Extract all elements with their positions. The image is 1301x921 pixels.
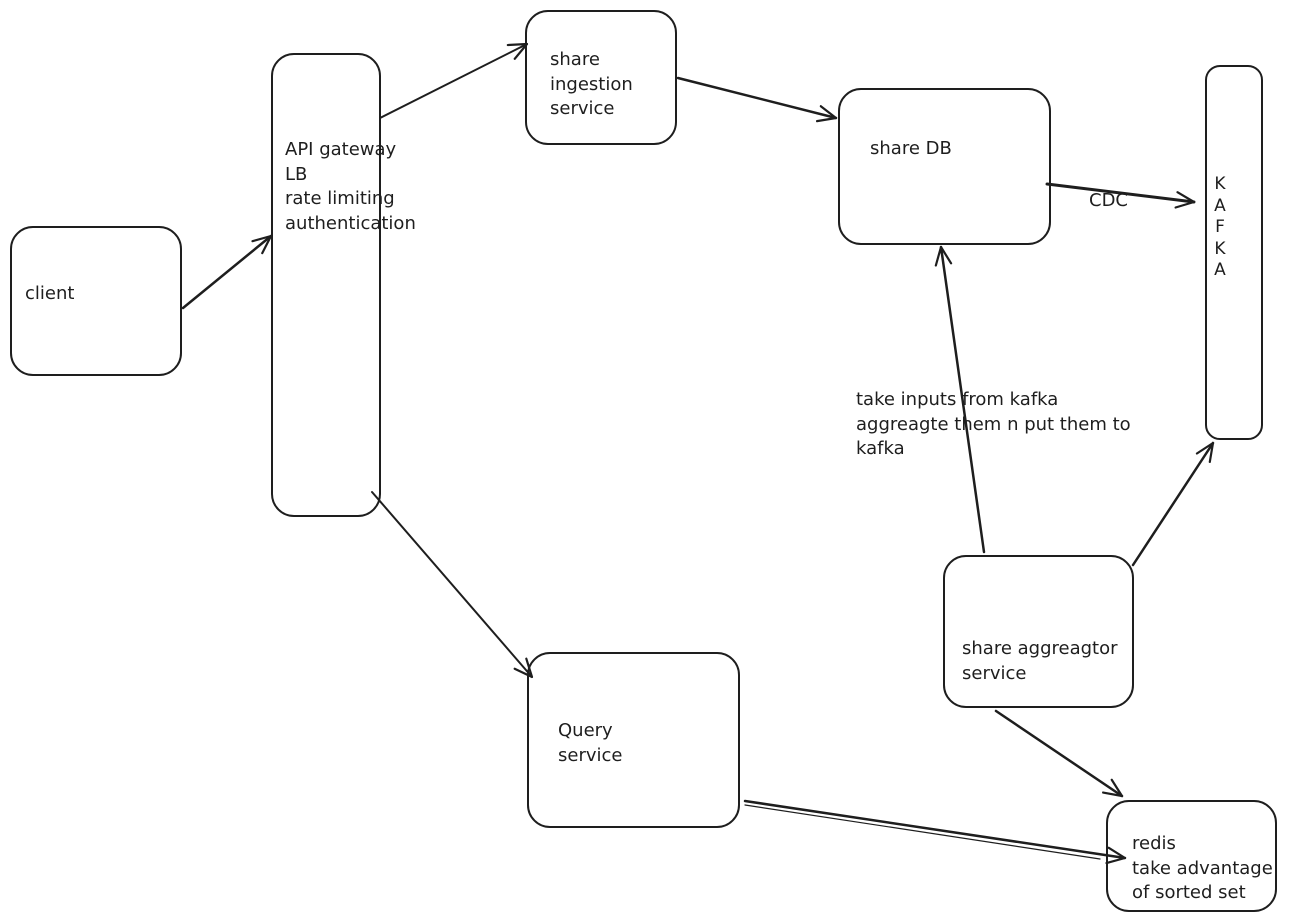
arrow-client-to-gateway (181, 234, 273, 310)
arrow-aggregator-to-kafka (1131, 441, 1215, 567)
arrow-gateway-to-ingestion (379, 42, 529, 119)
cdc-label: CDC (1089, 190, 1128, 211)
api-gateway-box (271, 53, 381, 517)
share-aggregator-label: share aggreagtor service (962, 638, 1118, 684)
share-aggregator-box (943, 555, 1134, 708)
kafka-letter: A (1214, 195, 1226, 216)
redis-label: redis take advantage of sorted set (1132, 833, 1273, 903)
arrow-query-to-redis (743, 799, 1127, 865)
arrow-ingestion-to-db (676, 76, 838, 123)
kafka-box (1205, 65, 1263, 440)
aggregator-note: take inputs from kafka aggreagte them n … (856, 389, 1131, 459)
kafka-letter: K (1214, 174, 1226, 194)
kafka-letter: F (1215, 217, 1225, 237)
arrow-query-to-redis-stroke2 (744, 804, 1101, 860)
share-db-label: share DB (870, 138, 952, 159)
client-box (10, 226, 182, 376)
arrow-db-to-kafka (1045, 182, 1196, 209)
query-service-label: Query service (558, 720, 623, 766)
share-ingestion-box (525, 10, 677, 145)
kafka-label: K A F K A (1210, 174, 1230, 282)
query-service-box (527, 652, 740, 828)
kafka-letter: A (1214, 260, 1226, 280)
api-gateway-label: API gateway LB rate limiting authenticat… (285, 139, 416, 234)
arrow-aggregator-to-db (934, 245, 986, 554)
client-label: client (25, 283, 75, 304)
share-ingestion-label: share ingestion service (550, 49, 633, 119)
share-db-box (838, 88, 1051, 245)
arrow-aggregator-to-redis (994, 709, 1124, 798)
arrow-gateway-to-query (371, 491, 534, 679)
kafka-letter: K (1214, 238, 1226, 259)
